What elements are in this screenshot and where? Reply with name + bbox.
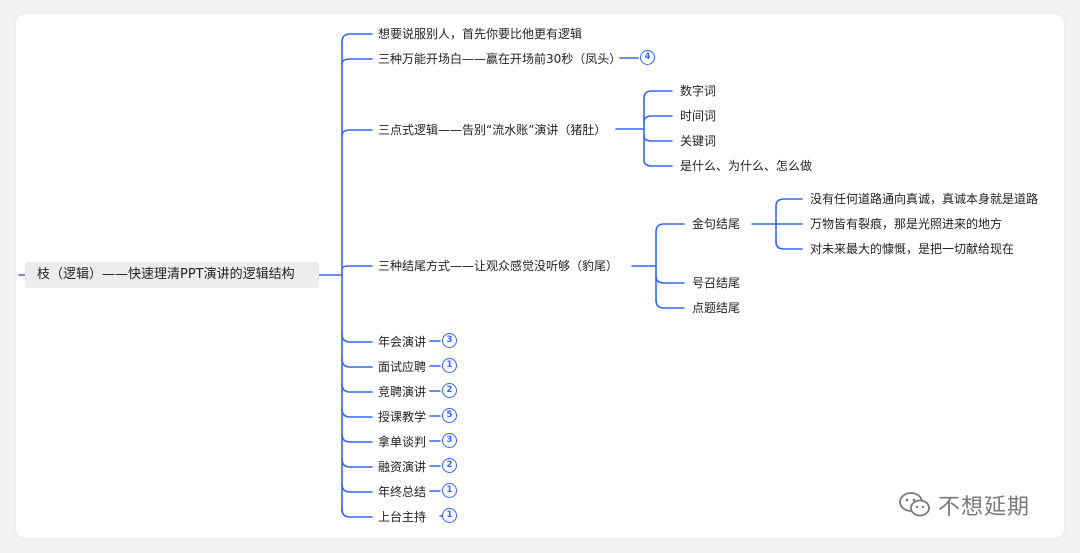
branch-ending[interactable]: 三种结尾方式——让观众感觉没听够（豹尾）: [378, 259, 619, 273]
count-badge[interactable]: 1: [442, 358, 457, 373]
count-badge[interactable]: 3: [442, 433, 457, 448]
branch-three-point[interactable]: 三点式逻辑——告别“流水账”演讲（猪肚）: [378, 123, 607, 137]
child-theme-ending[interactable]: 点题结尾: [692, 301, 741, 315]
watermark-text: 不想延期: [938, 495, 1031, 520]
branch-financing[interactable]: 融资演讲: [378, 460, 427, 474]
child-call-ending[interactable]: 号召结尾: [692, 276, 741, 290]
branch-competition[interactable]: 竞聘演讲: [378, 385, 427, 399]
quote-item-3[interactable]: 对未来最大的慷慨，是把一切献给现在: [810, 242, 1015, 256]
branch-teaching[interactable]: 授课教学: [378, 410, 427, 424]
branch-hosting[interactable]: 上台主持: [378, 510, 427, 524]
quote-item-1[interactable]: 没有任何道路通向真诚，真诚本身就是道路: [810, 192, 1039, 206]
count-badge[interactable]: 2: [442, 458, 457, 473]
count-badge[interactable]: 3: [442, 333, 457, 348]
count-badge[interactable]: 1: [442, 483, 457, 498]
branch-annual-meeting[interactable]: 年会演讲: [378, 335, 427, 349]
branch-interview[interactable]: 面试应聘: [378, 360, 427, 374]
watermark: 不想延期: [898, 488, 1030, 522]
quote-item-2[interactable]: 万物皆有裂痕，那是光照进来的地方: [810, 217, 1003, 231]
branch-negotiation[interactable]: 拿单谈判: [378, 435, 427, 449]
child-key-words[interactable]: 关键词: [680, 134, 717, 148]
root-node[interactable]: 枝（逻辑）——快速理清PPT演讲的逻辑结构: [25, 262, 319, 288]
child-what-why-how[interactable]: 是什么、为什么、怎么做: [680, 159, 813, 173]
child-number-words[interactable]: 数字词: [680, 84, 717, 98]
child-time-words[interactable]: 时间词: [680, 109, 717, 123]
wechat-icon: [899, 492, 930, 517]
branch-persuasion[interactable]: 想要说服别人，首先你要比他更有逻辑: [378, 27, 583, 41]
branch-opening[interactable]: 三种万能开场白——赢在开场前30秒（凤头）: [378, 52, 622, 66]
branch-year-end[interactable]: 年终总结: [378, 485, 427, 499]
count-badge[interactable]: 2: [442, 383, 457, 398]
count-badge[interactable]: 1: [442, 508, 457, 523]
count-badge[interactable]: 5: [442, 408, 457, 423]
child-quote-ending[interactable]: 金句结尾: [692, 217, 741, 231]
count-badge[interactable]: 4: [640, 50, 655, 65]
